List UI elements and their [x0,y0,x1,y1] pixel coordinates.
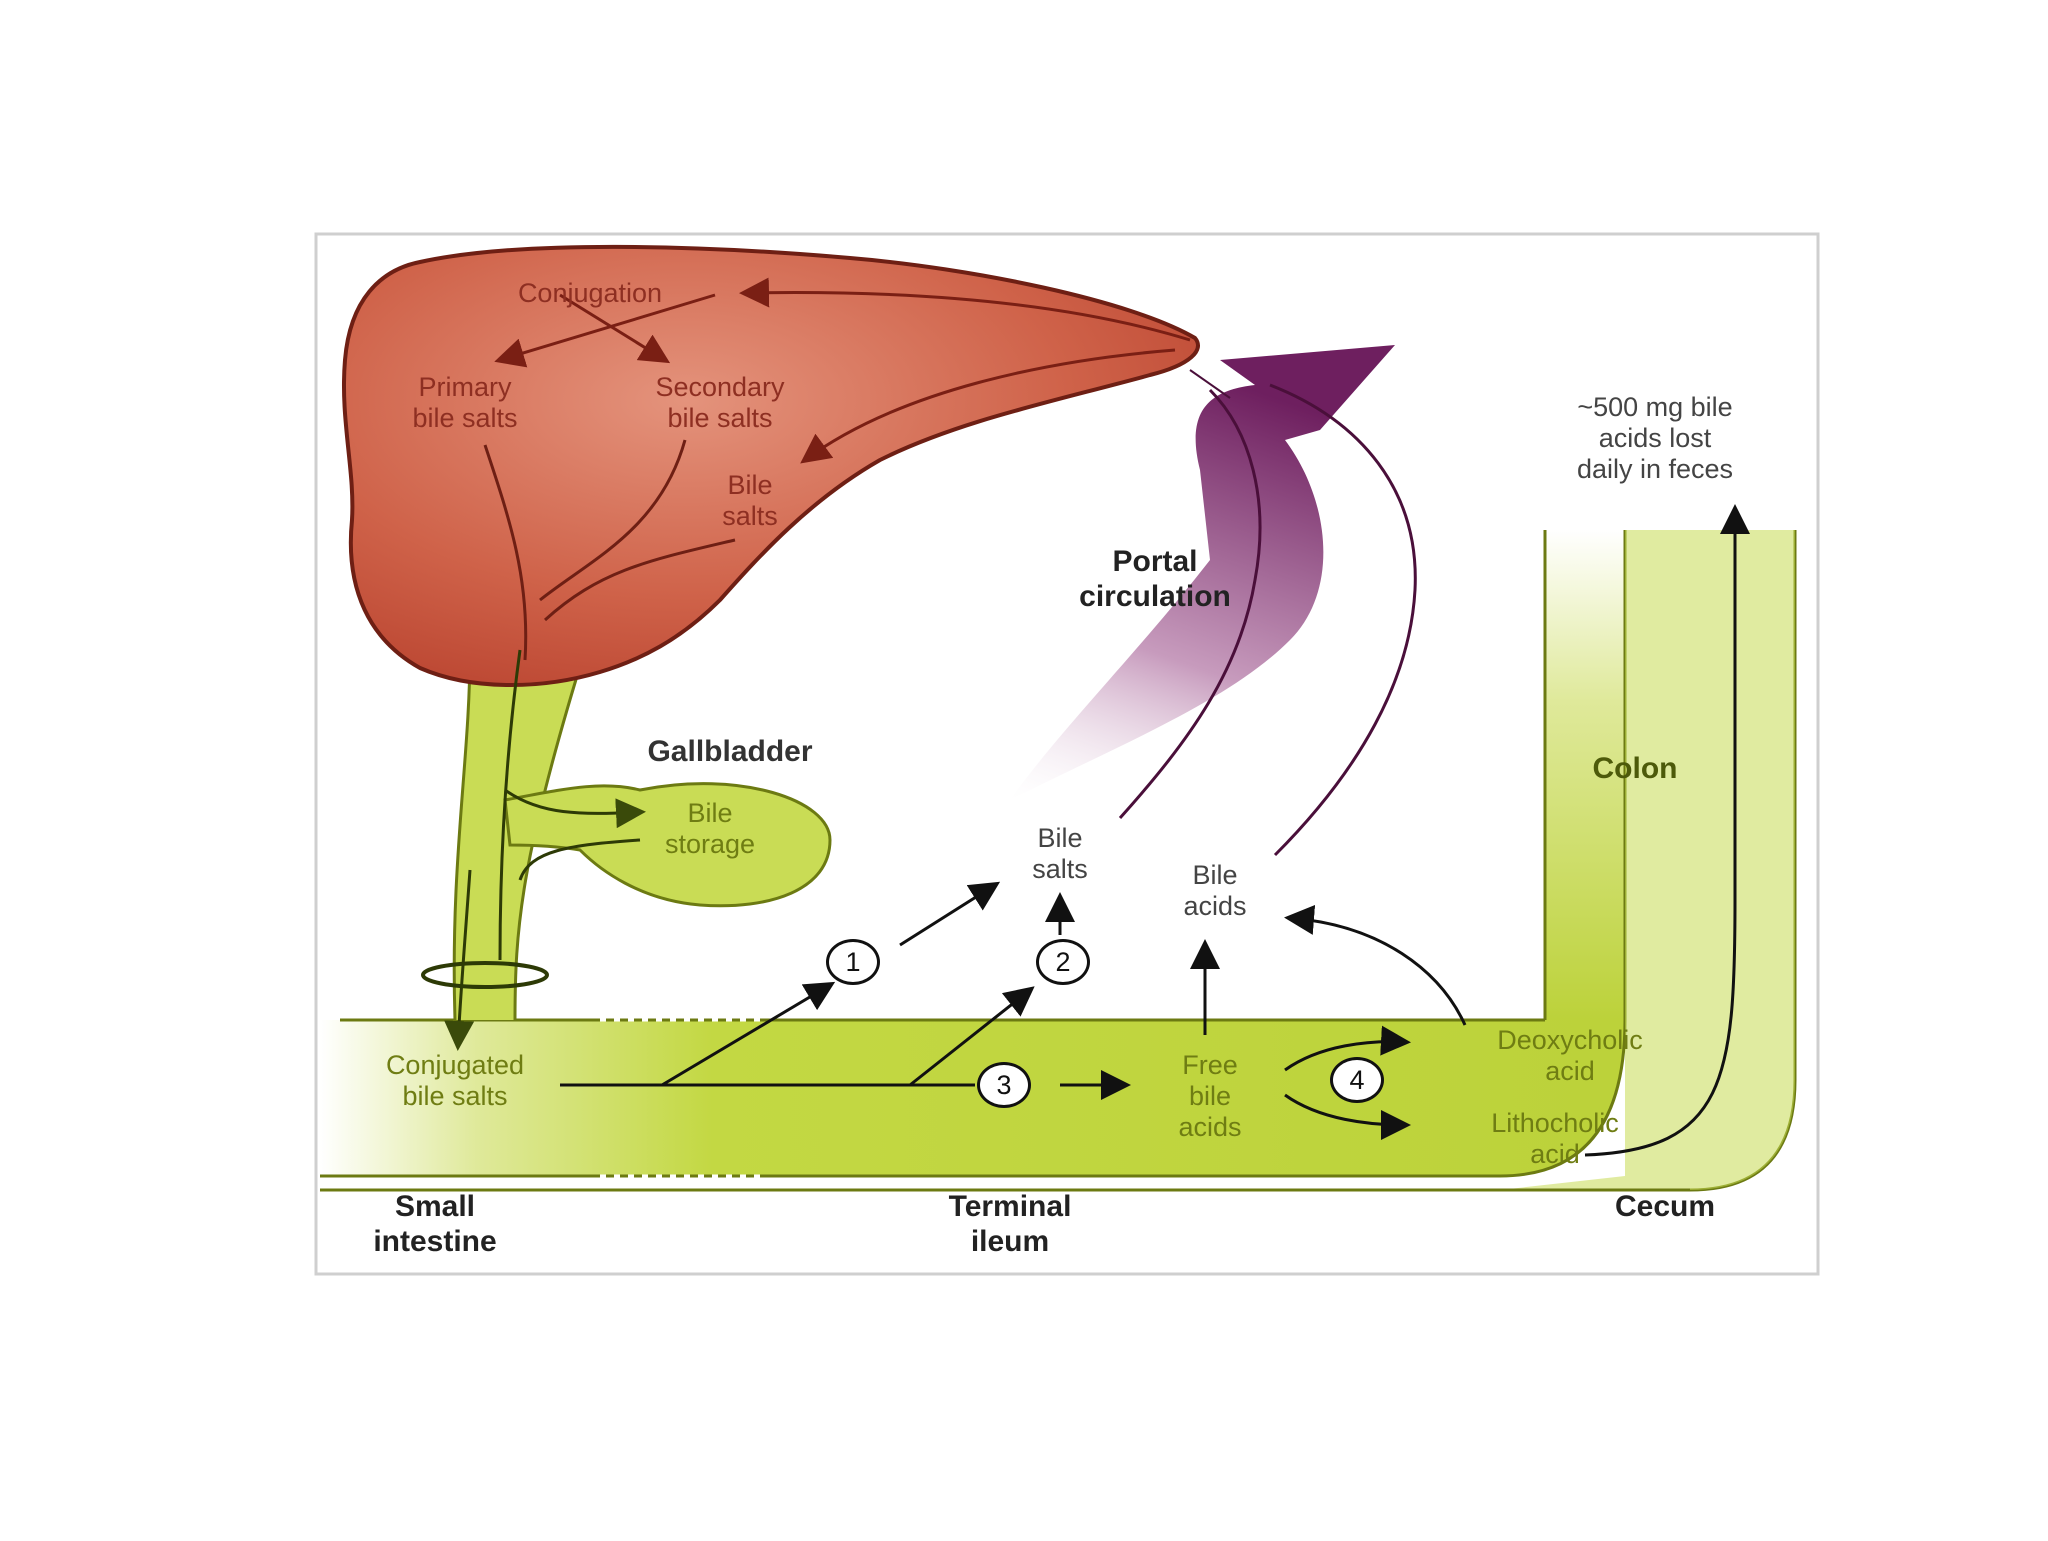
label-portal-circulation: Portal circulation [1079,545,1231,613]
label-primary-bile-salts: Primary bile salts [412,372,518,434]
step-3-marker: 3 [977,1062,1031,1108]
label-conjugated-bile-salts: Conjugated bile salts [385,1050,525,1112]
intestine-band [320,530,1625,1176]
label-bile-acids: Bile acids [1183,860,1247,922]
label-ileum-bile-salts: Bile salts [1032,823,1088,885]
sphincter-ring [421,961,549,989]
label-free-bile-acids: Free bile acids [1178,1050,1242,1143]
label-bile-storage: Bile storage [664,798,756,860]
label-bile-lost: ~500 mg bile acids lost daily in feces [1576,392,1734,485]
liver-shape [341,244,1200,687]
label-deoxycholic-acid: Deoxycholic acid [1497,1025,1643,1087]
colon-band [1545,530,1625,1020]
label-lithocholic-acid: Lithocholic acid [1491,1108,1619,1170]
label-secondary-bile-salts: Secondary bile salts [655,372,785,434]
step-2-marker: 2 [1036,939,1090,985]
step-1-marker: 1 [826,939,880,985]
label-liver-bile-salts: Bile salts [722,470,778,532]
label-small-intestine: Small intestine [373,1190,497,1258]
label-terminal-ileum: Terminal ileum [948,1190,1072,1258]
label-conjugation: Conjugation [517,278,663,308]
label-cecum: Cecum [1614,1190,1716,1223]
label-gallbladder: Gallbladder [647,735,813,768]
step-4-marker: 4 [1330,1057,1384,1103]
label-colon: Colon [1592,752,1678,785]
portal-circulation-arrow [1010,345,1395,800]
